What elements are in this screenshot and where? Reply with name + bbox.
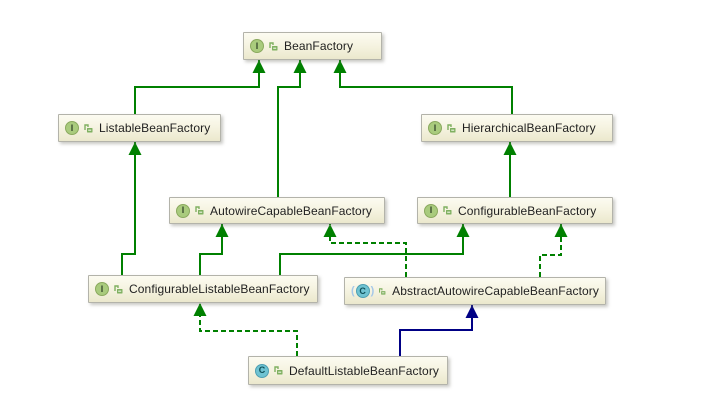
class-icon: C [255,363,269,378]
class-node-label: ListableBeanFactory [99,121,211,135]
class-node-label: ConfigurableBeanFactory [458,203,597,218]
class-node-DefaultListableBeanFactory[interactable]: C DefaultListableBeanFactory [248,356,448,385]
interface-icon: I [95,282,109,296]
lock-icon [274,366,283,375]
edge-ListableBeanFactory-extends-BeanFactory [134,60,266,114]
edge-AbstractAutowireCapableBeanFactory-implements-AutowireCapableBeanFactory [323,224,407,277]
interface-icon: I [424,203,438,218]
edge-ConfigurableListableBeanFactory-extends-AutowireCapableBeanFactory [199,224,229,275]
class-node-BeanFactory[interactable]: I BeanFactory [243,32,382,60]
lock-icon [195,206,204,215]
interface-icon: I [250,39,264,53]
lock-icon [443,206,452,215]
lock-icon [84,123,93,132]
abstract-marker-left: ( [351,284,355,297]
class-node-label: BeanFactory [284,39,354,53]
edge-AutowireCapableBeanFactory-extends-BeanFactory [277,60,307,197]
class-node-ConfigurableBeanFactory[interactable]: I ConfigurableBeanFactory [417,197,613,224]
abstract-class-icon: (C) [351,284,374,298]
lock-icon [269,41,278,50]
interface-icon: I [428,121,442,135]
class-node-label: HierarchicalBeanFactory [462,121,596,135]
class-node-label: ConfigurableListableBeanFactory [129,282,310,296]
class-node-HierarchicalBeanFactory[interactable]: I HierarchicalBeanFactory [421,114,613,142]
edge-DefaultListableBeanFactory-extends-AbstractAutowireCapableBeanFactory [399,305,479,356]
edge-AbstractAutowireCapableBeanFactory-implements-ConfigurableBeanFactory [539,224,568,277]
class-node-ListableBeanFactory[interactable]: I ListableBeanFactory [58,114,221,142]
edge-ConfigurableListableBeanFactory-extends-ListableBeanFactory [121,142,142,275]
interface-icon: I [65,121,79,135]
edge-ConfigurableListableBeanFactory-extends-ConfigurableBeanFactory [279,224,470,275]
abstract-class-icon: C [355,284,370,298]
class-node-label: AbstractAutowireCapableBeanFactory [392,284,599,298]
interface-icon: I [176,203,190,218]
class-node-label: DefaultListableBeanFactory [289,363,440,378]
lock-icon [447,123,456,132]
class-node-label: AutowireCapableBeanFactory [210,203,373,218]
class-node-AutowireCapableBeanFactory[interactable]: I AutowireCapableBeanFactory [169,197,385,224]
abstract-marker-right: ) [370,284,375,297]
lock-icon [114,284,123,293]
lock-icon [379,287,386,295]
class-node-AbstractAutowireCapableBeanFactory[interactable]: (C) AbstractAutowireCapableBeanFactory [344,277,606,305]
class-node-ConfigurableListableBeanFactory[interactable]: I ConfigurableListableBeanFactory [88,275,318,303]
edge-HierarchicalBeanFactory-extends-BeanFactory [333,60,513,114]
edge-DefaultListableBeanFactory-implements-ConfigurableListableBeanFactory [193,303,298,356]
